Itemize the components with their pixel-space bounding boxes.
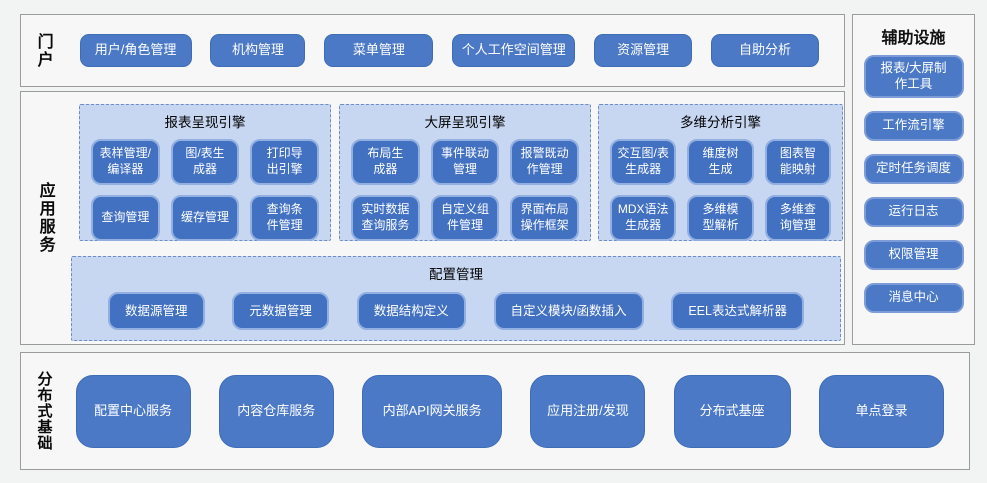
block-org-management: 机构管理 <box>210 34 306 67</box>
report-rendering-engine-group: 报表呈现引擎 表样管理/ 编译器 图/表生 成器 打印导 出引擎 查询管理 缓存… <box>79 104 331 241</box>
engine-grid: 交互图/表 生成器 维度树 生成 图表智 能映射 MDX语法 生成器 多维模 型… <box>599 131 842 241</box>
block-print-export-engine: 打印导 出引擎 <box>250 139 319 185</box>
bigscreen-rendering-engine-group: 大屏呈现引擎 布局生 成器 事件联动 管理 报警既动 作管理 实时数据 查询服务… <box>339 104 591 241</box>
block-scheduled-task-scheduling: 定时任务调度 <box>863 153 964 184</box>
engine-grid: 表样管理/ 编译器 图/表生 成器 打印导 出引擎 查询管理 缓存管理 查询条 … <box>80 131 330 241</box>
block-personal-workspace-management: 个人工作空间管理 <box>452 34 576 67</box>
block-cache-management: 缓存管理 <box>170 195 240 241</box>
block-ui-layout-operation-framework: 界面布局 操作框架 <box>510 195 579 241</box>
block-dimension-tree-generation: 维度树 生成 <box>687 139 754 185</box>
engine-grid: 布局生 成器 事件联动 管理 报警既动 作管理 实时数据 查询服务 自定义组 件… <box>340 131 590 241</box>
portal-section: 门户 用户/角色管理 机构管理 菜单管理 个人工作空间管理 资源管理 自助分析 <box>20 14 845 87</box>
block-menu-management: 菜单管理 <box>324 34 434 67</box>
block-app-registration-discovery: 应用注册/发现 <box>530 374 646 448</box>
engine-title: 大屏呈现引擎 <box>424 115 506 130</box>
block-chart-table-generator: 图/表生 成器 <box>170 139 240 185</box>
block-interactive-chart-table-generator: 交互图/表 生成器 <box>610 139 677 185</box>
block-single-sign-on: 单点登录 <box>818 374 944 448</box>
block-message-center: 消息中心 <box>863 282 964 313</box>
block-query-condition-management: 查询条 件管理 <box>250 195 319 241</box>
engine-title: 多维分析引擎 <box>680 115 761 130</box>
block-report-style-management-compiler: 表样管理/ 编译器 <box>91 139 160 185</box>
portal-blocks: 用户/角色管理 机构管理 菜单管理 个人工作空间管理 资源管理 自助分析 <box>79 34 819 67</box>
block-realtime-data-query-service: 实时数据 查询服务 <box>351 195 420 241</box>
block-config-center-service: 配置中心服务 <box>75 374 191 448</box>
engine-title: 报表呈现引擎 <box>164 115 246 130</box>
block-run-logs: 运行日志 <box>863 196 964 227</box>
block-eel-expression-parser: EEL表达式解析器 <box>671 292 804 330</box>
auxiliary-title: 辅助设施 <box>881 30 946 47</box>
distributed-foundation-section: 分布式基础 配置中心服务 内容仓库服务 内部API网关服务 应用注册/发现 分布… <box>20 352 970 470</box>
multidim-analysis-engine-group: 多维分析引擎 交互图/表 生成器 维度树 生成 图表智 能映射 MDX语法 生成… <box>598 104 843 241</box>
portal-label: 门户 <box>34 32 52 69</box>
block-mdx-syntax-generator: MDX语法 生成器 <box>610 195 677 241</box>
auxiliary-section: 辅助设施 报表/大屏制 作工具 工作流引擎 定时任务调度 运行日志 权限管理 消… <box>852 14 975 345</box>
block-datasource-management: 数据源管理 <box>108 292 205 330</box>
block-workflow-engine: 工作流引擎 <box>863 110 964 141</box>
block-event-linkage-management: 事件联动 管理 <box>430 139 500 185</box>
block-data-structure-definition: 数据结构定义 <box>356 292 466 330</box>
block-user-role-management: 用户/角色管理 <box>79 34 192 67</box>
block-custom-module-function-insert: 自定义模块/函数插入 <box>493 292 644 330</box>
config-title: 配置管理 <box>429 267 483 282</box>
block-permission-management: 权限管理 <box>863 239 964 270</box>
block-query-management: 查询管理 <box>91 195 160 241</box>
application-services-section: 应用服务 报表呈现引擎 表样管理/ 编译器 图/表生 成器 打印导 出引擎 查询… <box>20 91 845 345</box>
distributed-foundation-label: 分布式基础 <box>35 371 53 451</box>
block-self-service-analysis: 自助分析 <box>710 34 819 67</box>
foundation-blocks: 配置中心服务 内容仓库服务 内部API网关服务 应用注册/发现 分布式基座 单点… <box>75 374 945 448</box>
block-internal-api-gateway-service: 内部API网关服务 <box>362 374 503 448</box>
block-content-repository-service: 内容仓库服务 <box>218 374 334 448</box>
block-layout-generator: 布局生 成器 <box>351 139 420 185</box>
block-metadata-management: 元数据管理 <box>232 292 329 330</box>
block-resource-management: 资源管理 <box>594 34 693 67</box>
config-blocks: 数据源管理 元数据管理 数据结构定义 自定义模块/函数插入 EEL表达式解析器 <box>72 283 840 330</box>
block-chart-smart-mapping: 图表智 能映射 <box>764 139 831 185</box>
config-management-group: 配置管理 数据源管理 元数据管理 数据结构定义 自定义模块/函数插入 EEL表达… <box>71 256 841 341</box>
block-distributed-base: 分布式基座 <box>673 374 791 448</box>
block-report-bigscreen-authoring-tool: 报表/大屏制 作工具 <box>863 55 964 98</box>
block-alarm-action-management: 报警既动 作管理 <box>510 139 579 185</box>
block-multidim-model-parsing: 多维模 型解析 <box>687 195 754 241</box>
block-multidim-query-management: 多维查 询管理 <box>764 195 831 241</box>
block-custom-component-management: 自定义组 件管理 <box>430 195 500 241</box>
application-services-label: 应用服务 <box>36 182 54 254</box>
